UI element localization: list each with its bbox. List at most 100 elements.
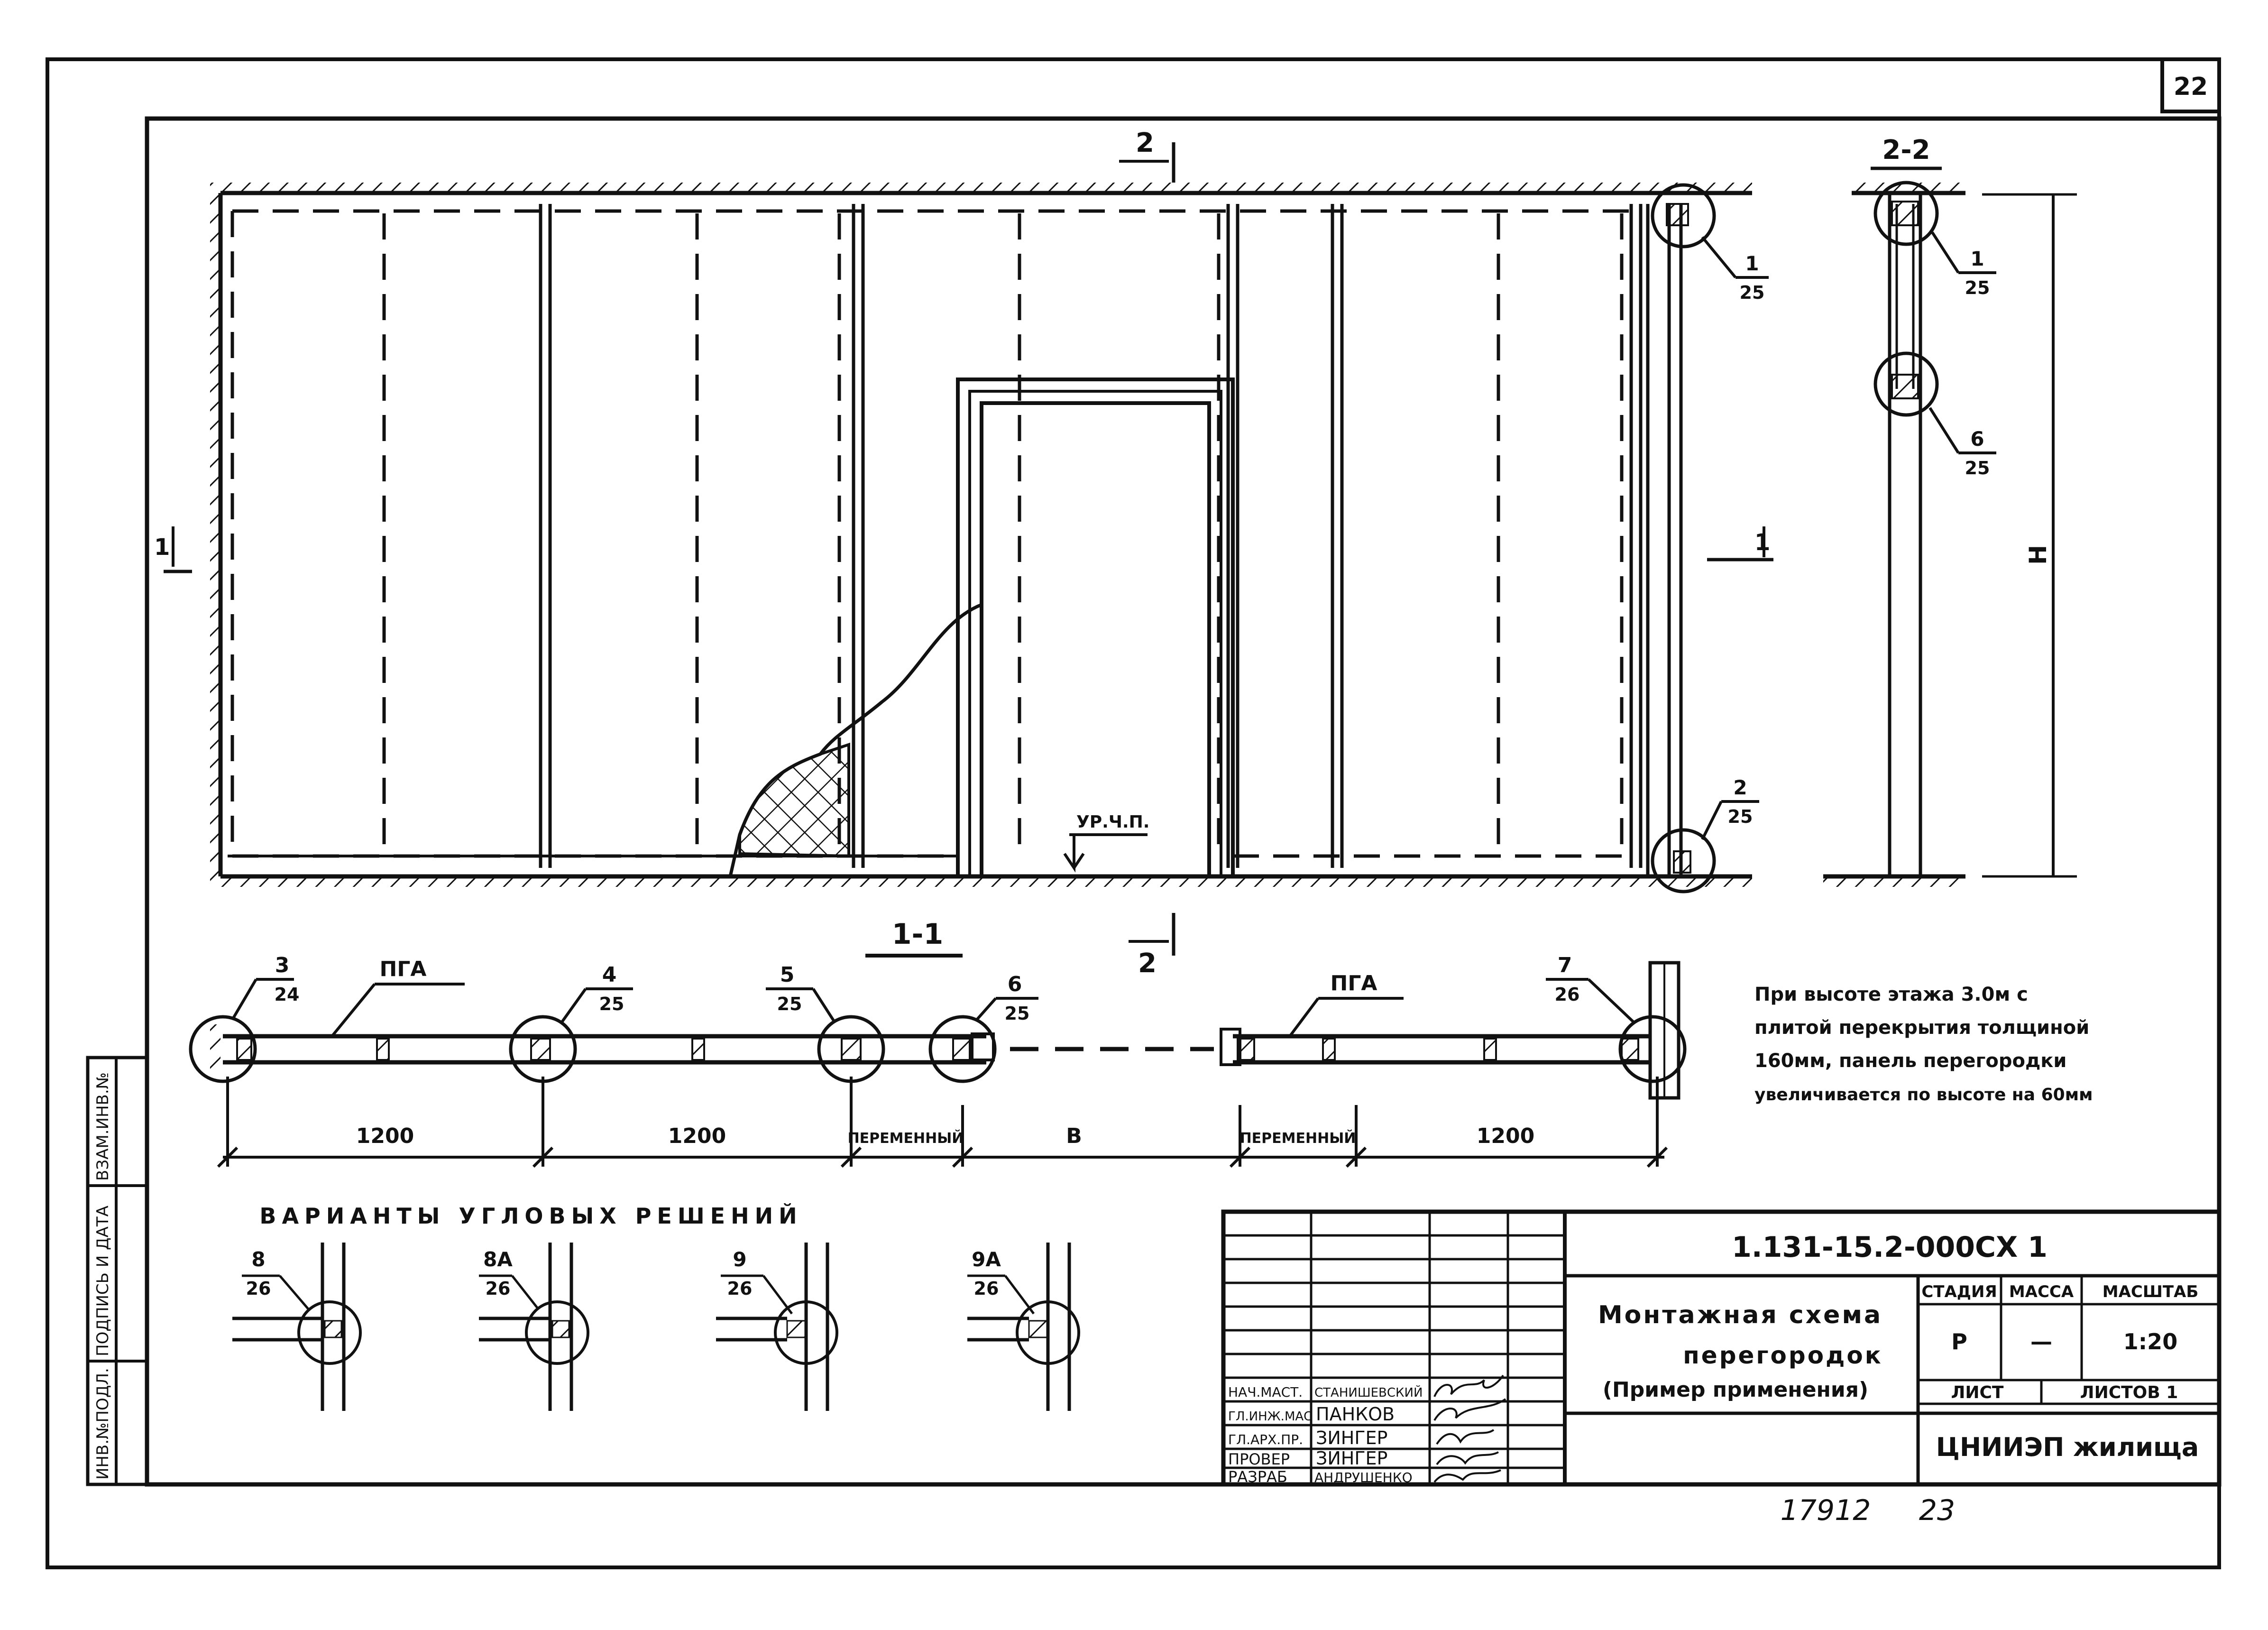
person-role-2: ГЛ.ИНЖ.МАС: [1228, 1409, 1312, 1424]
section-2-2: 2-2 Н: [1823, 135, 2077, 887]
side-stamp: ИНВ.№ПОДЛ. ПОДПИСЬ И ДАТА ВЗАМ.ИНВ.№: [86, 1056, 149, 1486]
svg-text:26: 26: [246, 1278, 271, 1299]
corner-variant-8a: 8А 26: [479, 1243, 589, 1411]
height-note: При высоте этажа 3.0м с плитой перекрыти…: [1754, 984, 2093, 1105]
svg-text:7: 7: [1558, 953, 1572, 977]
document-code: 1.131-15.2-000СХ 1: [1732, 1231, 2048, 1264]
svg-text:26: 26: [486, 1278, 511, 1299]
pga-label-right: ПГА: [1331, 971, 1377, 995]
callout-4-25: 4 25: [560, 963, 633, 1023]
sheets-label: ЛИСТОВ 1: [2080, 1383, 2178, 1402]
title-line-2: перегородок: [1683, 1342, 1882, 1369]
organization: ЦНИИЭП жилища: [1936, 1432, 2199, 1462]
svg-text:1: 1: [1745, 252, 1759, 275]
title-block: 1.131-15.2-000СХ 1 Монтажная схема перег…: [1221, 1209, 2222, 1487]
dim-variable-left: ПЕРЕМЕННЫЙ: [848, 1130, 964, 1147]
sheet-number: 22: [2174, 73, 2208, 101]
svg-text:24: 24: [275, 984, 300, 1005]
svg-text:26: 26: [1555, 984, 1580, 1005]
svg-text:2: 2: [1733, 776, 1747, 799]
cut-mark-1-right: 1: [1707, 526, 1773, 562]
svg-text:6: 6: [1970, 427, 1984, 451]
corner-variants: ВАРИАНТЫ УГЛОВЫХ РЕШЕНИЙ: [259, 1203, 802, 1229]
section-1-1: 1-1: [189, 918, 1687, 1100]
svg-text:8: 8: [251, 1248, 265, 1271]
person-role-4: ПРОВЕР: [1228, 1450, 1290, 1468]
svg-text:1: 1: [1970, 247, 1984, 270]
corner-variants-title: ВАРИАНТЫ УГЛОВЫХ РЕШЕНИЙ: [259, 1203, 802, 1229]
svg-text:2: 2: [1138, 948, 1157, 979]
callout-2-2-6-25: 6 25: [1928, 407, 1996, 479]
stamp-vzam-inv: ВЗАМ.ИНВ.№: [93, 1072, 112, 1181]
person-name-3: ЗИНГЕР: [1316, 1427, 1387, 1448]
height-label: Н: [2024, 545, 2052, 565]
dim-variable-right: ПЕРЕМЕННЫЙ: [1240, 1130, 1356, 1147]
corner-variant-9a: 9А 26: [967, 1243, 1080, 1411]
section-1-1-title: 1-1: [892, 918, 943, 951]
person-name-1: СТАНИШЕВСКИЙ: [1314, 1385, 1423, 1400]
value-stage: Р: [1951, 1329, 1967, 1354]
svg-text:25: 25: [1965, 277, 1990, 298]
level-mark: УР.Ч.П.: [1076, 812, 1149, 832]
footer-left-number: 17912: [1781, 1494, 1871, 1527]
svg-text:1: 1: [1754, 529, 1770, 556]
svg-text:6: 6: [1008, 972, 1022, 996]
callout-2-2-1-25: 1 25: [1931, 231, 1996, 298]
header-stage: СТАДИЯ: [1921, 1282, 1997, 1301]
elevation-view: УР.Ч.П.: [210, 183, 1752, 893]
callout-1-25: 1 25: [1701, 236, 1769, 303]
pga-label-left: ПГА: [380, 957, 427, 981]
svg-text:2: 2: [1136, 128, 1154, 158]
callout-7-26: 7 26: [1546, 953, 1635, 1023]
person-name-5: АНДРУШЕНКО: [1314, 1470, 1413, 1485]
callout-2-25: 2 25: [1701, 776, 1759, 840]
svg-text:4: 4: [602, 963, 617, 987]
svg-text:5: 5: [780, 963, 795, 987]
svg-text:1: 1: [154, 534, 170, 561]
person-role-5: РАЗРАБ: [1228, 1468, 1287, 1486]
sheet-frame: [46, 57, 2222, 1569]
svg-text:9А: 9А: [972, 1248, 1001, 1271]
footer-right-number: 23: [1919, 1494, 1955, 1527]
dim-b: В: [1066, 1124, 1082, 1148]
dim-1200-c: 1200: [1477, 1124, 1534, 1148]
person-name-2: ПАНКОВ: [1316, 1404, 1395, 1425]
person-name-4: ЗИНГЕР: [1316, 1448, 1387, 1469]
title-line-1: Монтажная схема: [1598, 1301, 1882, 1329]
corner-variant-9: 9 26: [716, 1243, 838, 1411]
dim-1200-b: 1200: [668, 1124, 726, 1148]
svg-text:плитой перекрытия толщиной: плитой перекрытия толщиной: [1754, 1017, 2089, 1039]
sheet-label: ЛИСТ: [1951, 1383, 2003, 1402]
dim-1200-a: 1200: [356, 1124, 414, 1148]
svg-text:160мм, панель перегородки: 160мм, панель перегородки: [1754, 1050, 2066, 1072]
section-2-2-title: 2-2: [1882, 135, 1930, 166]
svg-text:26: 26: [974, 1278, 999, 1299]
cut-mark-2-top: 2: [1119, 128, 1175, 183]
value-mass: —: [2030, 1329, 2052, 1354]
svg-text:26: 26: [727, 1278, 753, 1299]
callout-3-24: 3 24: [231, 953, 300, 1021]
person-role-1: НАЧ.МАСТ.: [1228, 1384, 1303, 1400]
callout-5-25: 5 25: [766, 963, 836, 1023]
svg-text:25: 25: [1740, 282, 1765, 303]
callout-6-25: 6 25: [975, 972, 1038, 1024]
svg-text:25: 25: [1728, 806, 1753, 827]
svg-text:8А: 8А: [483, 1248, 513, 1271]
svg-text:25: 25: [1965, 458, 1990, 479]
stamp-inv-podl: ИНВ.№ПОДЛ.: [93, 1368, 112, 1480]
cut-mark-1-left: 1: [154, 526, 192, 573]
svg-text:25: 25: [777, 994, 802, 1014]
svg-text:9: 9: [733, 1248, 746, 1271]
person-role-3: ГЛ.АРХ.ПР.: [1228, 1432, 1303, 1447]
title-line-3: (Пример применения): [1603, 1378, 1868, 1402]
cut-mark-2-bottom: 2: [1129, 913, 1175, 979]
value-scale: 1:20: [2123, 1329, 2177, 1354]
corner-variant-8: 8 26: [232, 1243, 362, 1411]
dimension-line: 1200 1200 ПЕРЕМЕННЫЙ В ПЕРЕМЕННЫЙ 1200: [217, 1077, 1668, 1168]
svg-text:При высоте этажа 3.0м с: При высоте этажа 3.0м с: [1754, 984, 2028, 1005]
svg-text:3: 3: [275, 953, 290, 977]
stamp-signature-date: ПОДПИСЬ И ДАТА: [93, 1206, 112, 1356]
svg-text:25: 25: [599, 994, 624, 1014]
header-mass: МАССА: [2009, 1282, 2074, 1301]
